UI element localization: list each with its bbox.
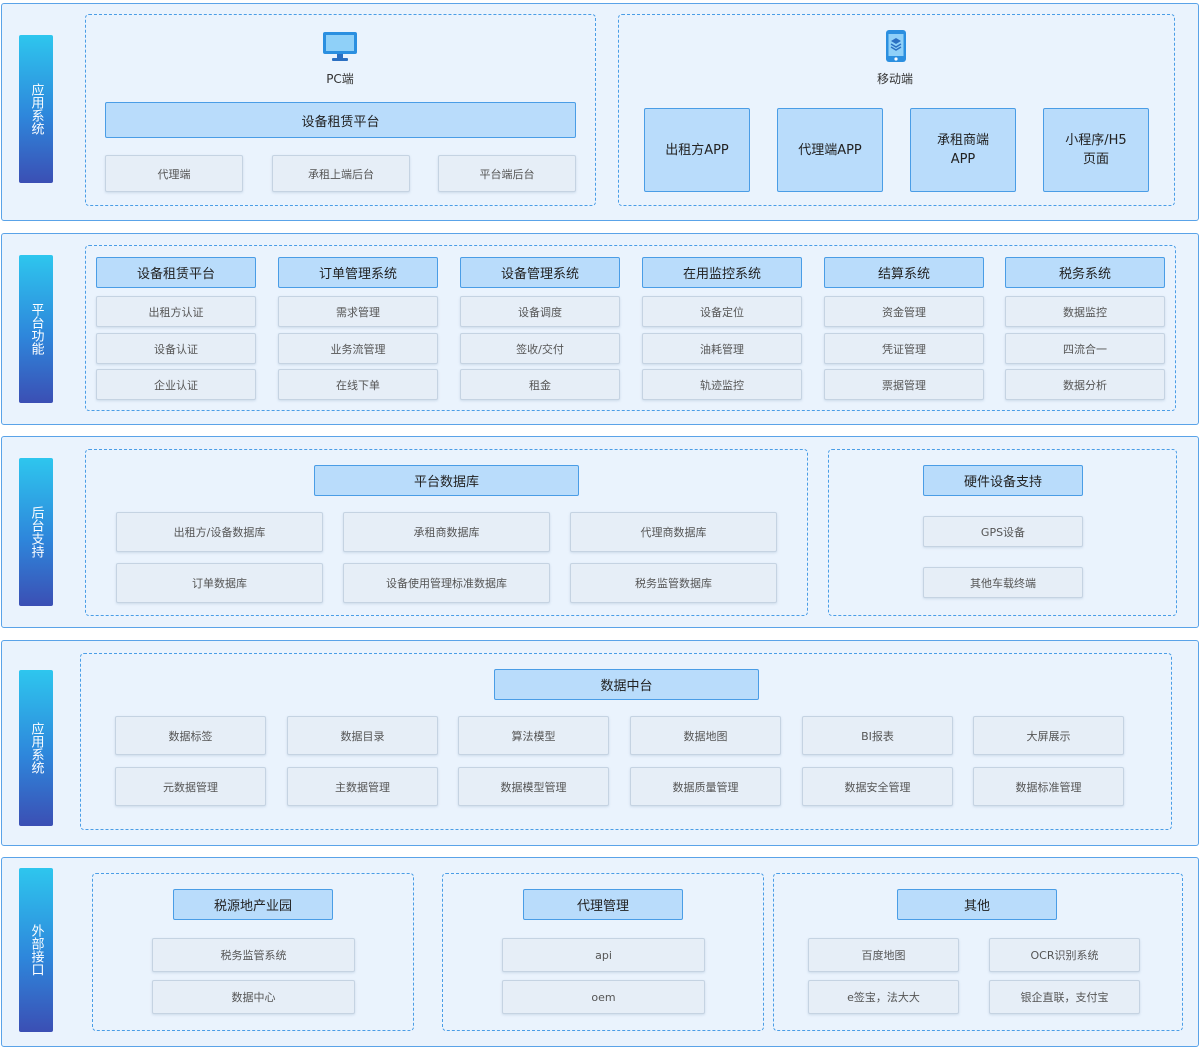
data-item: 数据安全管理 xyxy=(802,767,953,806)
side-label-backend: 后台支持 xyxy=(19,458,53,606)
platform-item: 出租方认证 xyxy=(96,296,256,327)
platform-column-title: 结算系统 xyxy=(824,257,984,288)
mobile-label: 移动端 xyxy=(876,72,913,86)
external-item: api xyxy=(502,938,705,972)
external-item: e签宝，法大大 xyxy=(808,980,959,1014)
platform-column-title: 订单管理系统 xyxy=(278,257,438,288)
data-group xyxy=(80,653,1172,830)
external-group-title: 其他 xyxy=(897,889,1057,920)
mobile-app-box: 小程序/H5 页面 xyxy=(1043,108,1149,192)
database-item: 承租商数据库 xyxy=(343,512,550,552)
external-group xyxy=(773,873,1183,1031)
pc-group xyxy=(85,14,596,206)
platform-item: 数据监控 xyxy=(1005,296,1165,327)
external-group-title: 代理管理 xyxy=(523,889,683,920)
platform-item: 企业认证 xyxy=(96,369,256,400)
external-group xyxy=(442,873,764,1031)
platform-column-title: 税务系统 xyxy=(1005,257,1165,288)
data-item: 数据地图 xyxy=(630,716,781,755)
mobile-app-box: 承租商端 APP xyxy=(910,108,1016,192)
mobile-group xyxy=(618,14,1175,206)
external-item: oem xyxy=(502,980,705,1014)
platform-item: 轨迹监控 xyxy=(642,369,802,400)
data-item: 数据标签 xyxy=(115,716,266,755)
external-group xyxy=(92,873,414,1031)
hardware-group xyxy=(828,449,1177,616)
mobile-app-box: 代理端APP xyxy=(777,108,883,192)
hardware-item: 其他车载终端 xyxy=(923,567,1083,598)
side-label-data: 应用系统 xyxy=(19,670,53,826)
pc-item: 承租上端后台 xyxy=(272,155,410,192)
database-group xyxy=(85,449,808,616)
external-item: 税务监管系统 xyxy=(152,938,355,972)
external-group-title: 税源地产业园 xyxy=(173,889,333,920)
side-label-external: 外部接口 xyxy=(19,868,53,1032)
platform-item: 票据管理 xyxy=(824,369,984,400)
data-header: 数据中台 xyxy=(494,669,759,700)
external-item: 百度地图 xyxy=(808,938,959,972)
platform-item: 凭证管理 xyxy=(824,333,984,364)
platform-item: 资金管理 xyxy=(824,296,984,327)
external-item: 银企直联，支付宝 xyxy=(989,980,1140,1014)
external-item: 数据中心 xyxy=(152,980,355,1014)
database-item: 代理商数据库 xyxy=(570,512,777,552)
platform-item: 业务流管理 xyxy=(278,333,438,364)
data-item: 数据目录 xyxy=(287,716,438,755)
side-label-application: 应用系统 xyxy=(19,35,53,183)
external-item: OCR识别系统 xyxy=(989,938,1140,972)
data-item: 主数据管理 xyxy=(287,767,438,806)
database-item: 出租方/设备数据库 xyxy=(116,512,323,552)
platform-item: 在线下单 xyxy=(278,369,438,400)
platform-column-title: 设备管理系统 xyxy=(460,257,620,288)
data-item: 数据模型管理 xyxy=(458,767,609,806)
platform-item: 设备定位 xyxy=(642,296,802,327)
side-label-platform: 平台功能 xyxy=(19,255,53,403)
platform-item: 需求管理 xyxy=(278,296,438,327)
hardware-header: 硬件设备支持 xyxy=(923,465,1083,496)
platform-item: 四流合一 xyxy=(1005,333,1165,364)
data-item: 数据标准管理 xyxy=(973,767,1124,806)
platform-column-title: 设备租赁平台 xyxy=(96,257,256,288)
database-item: 设备使用管理标准数据库 xyxy=(343,563,550,603)
platform-item: 租金 xyxy=(460,369,620,400)
database-header: 平台数据库 xyxy=(314,465,579,496)
database-item: 税务监管数据库 xyxy=(570,563,777,603)
platform-item: 设备认证 xyxy=(96,333,256,364)
platform-group xyxy=(85,245,1176,411)
monitor-icon xyxy=(323,32,357,61)
platform-item: 数据分析 xyxy=(1005,369,1165,400)
data-item: BI报表 xyxy=(802,716,953,755)
pc-item: 代理端 xyxy=(105,155,243,192)
platform-column-title: 在用监控系统 xyxy=(642,257,802,288)
mobile-icon xyxy=(886,30,906,62)
hardware-item: GPS设备 xyxy=(923,516,1083,547)
data-item: 算法模型 xyxy=(458,716,609,755)
data-item: 元数据管理 xyxy=(115,767,266,806)
pc-item: 平台端后台 xyxy=(438,155,576,192)
platform-item: 油耗管理 xyxy=(642,333,802,364)
platform-item: 签收/交付 xyxy=(460,333,620,364)
database-item: 订单数据库 xyxy=(116,563,323,603)
pc-platform-header: 设备租赁平台 xyxy=(105,102,576,138)
data-item: 数据质量管理 xyxy=(630,767,781,806)
mobile-app-box: 出租方APP xyxy=(644,108,750,192)
pc-label: PC端 xyxy=(326,72,354,86)
platform-item: 设备调度 xyxy=(460,296,620,327)
data-item: 大屏展示 xyxy=(973,716,1124,755)
